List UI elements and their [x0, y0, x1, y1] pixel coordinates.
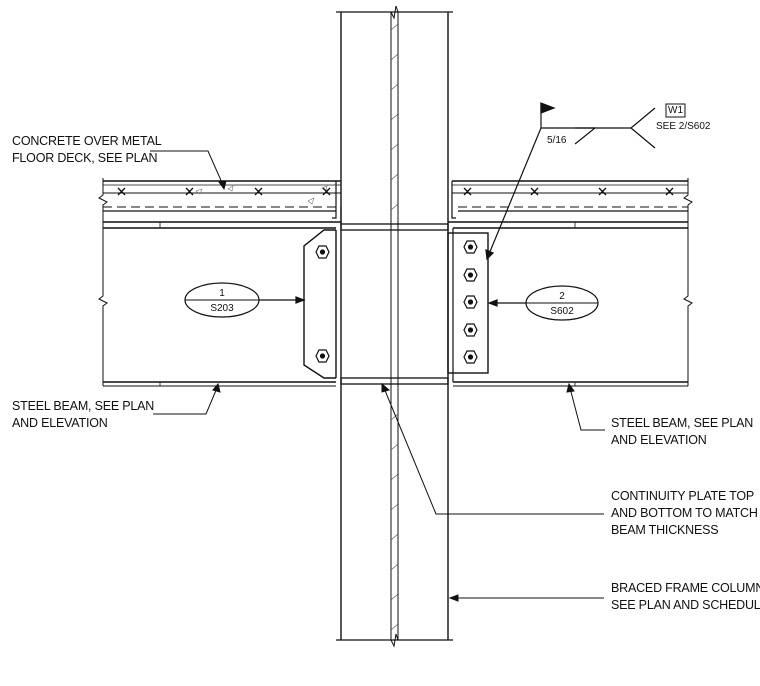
- continuity-plate-note-line-3: BEAM THICKNESS: [611, 523, 719, 537]
- column-break-marks: [390, 5, 399, 648]
- section-tag-right-number: 2: [559, 291, 565, 302]
- concrete-deck-note-line-2: FLOOR DECK, SEE PLAN: [12, 151, 158, 165]
- continuity-plate-note: CONTINUITY PLATE TOP AND BOTTOM TO MATCH…: [611, 488, 758, 539]
- weld-tag-box: [665, 103, 686, 118]
- right-steel-beam-note: STEEL BEAM, SEE PLAN AND ELEVATION: [611, 415, 753, 449]
- concrete-deck-note-line-1: CONCRETE OVER METAL: [12, 134, 162, 148]
- column-web-hatch: [390, 23, 399, 631]
- right-reinforcing-mesh: [463, 187, 674, 196]
- weld-size-label: 5/16: [547, 135, 567, 146]
- continuity-plates: [340, 223, 449, 385]
- left-steel-beam: [98, 222, 336, 387]
- section-tag-left-sheet: S203: [210, 303, 234, 314]
- weld-symbol: [485, 102, 656, 261]
- weld-tag-label: W1: [668, 105, 683, 116]
- section-tag-right-sheet: S602: [550, 306, 574, 317]
- left-bolts: [315, 245, 330, 363]
- right-steel-beam-note-line-1: STEEL BEAM, SEE PLAN: [611, 416, 754, 430]
- leader-lines: [150, 150, 605, 602]
- section-tag-left: [184, 282, 306, 318]
- right-steel-beam: [452, 222, 693, 387]
- braced-column-note: BRACED FRAME COLUMN, SEE PLAN AND SCHEDU…: [611, 580, 760, 614]
- braced-column-note-line-1: BRACED FRAME COLUMN,: [611, 581, 760, 595]
- braced-frame-column: [336, 11, 453, 641]
- right-concrete-slab: [448, 178, 693, 223]
- left-concrete-slab: [98, 178, 342, 224]
- right-steel-beam-note-line-2: AND ELEVATION: [611, 433, 707, 447]
- left-steel-beam-note-line-2: AND ELEVATION: [12, 416, 108, 430]
- weld-reference-label: SEE 2/S602: [656, 121, 711, 132]
- right-bolts: [463, 240, 478, 364]
- section-tag-left-number: 1: [219, 288, 225, 299]
- left-reinforcing-mesh: [117, 187, 331, 196]
- left-shear-tab: [303, 229, 337, 379]
- braced-column-note-line-2: SEE PLAN AND SCHEDULE: [611, 598, 760, 612]
- left-steel-beam-note-line-1: STEEL BEAM, SEE PLAN: [12, 399, 155, 413]
- left-steel-beam-note: STEEL BEAM, SEE PLAN AND ELEVATION: [12, 398, 154, 432]
- continuity-plate-note-line-2: AND BOTTOM TO MATCH: [611, 506, 758, 520]
- continuity-plate-note-line-1: CONTINUITY PLATE TOP: [611, 489, 755, 503]
- concrete-deck-note: CONCRETE OVER METAL FLOOR DECK, SEE PLAN: [12, 133, 162, 167]
- section-tag-right: [487, 285, 599, 321]
